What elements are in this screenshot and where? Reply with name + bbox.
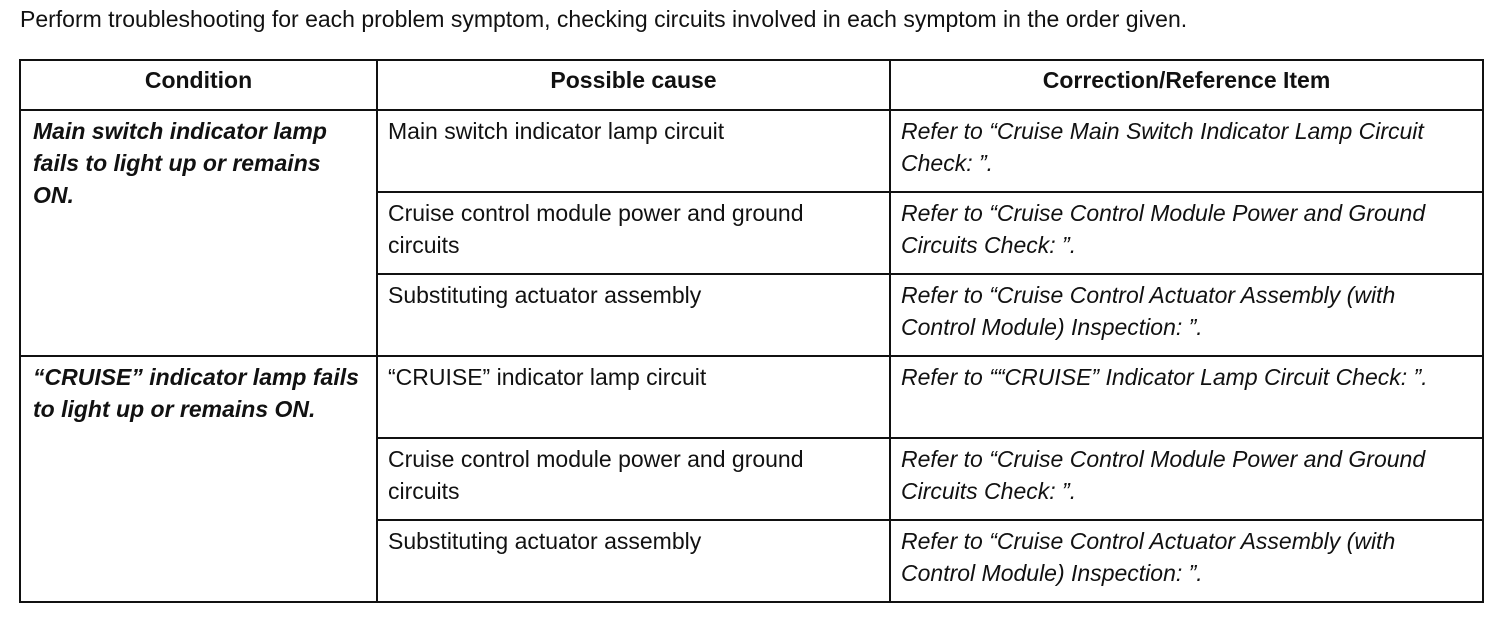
cause-cell: Cruise control module power and ground c… [376,191,891,275]
cause-cell: Cruise control module power and ground c… [376,437,891,521]
troubleshooting-table: Condition Possible cause Correction/Refe… [19,59,1484,603]
reference-cell: Refer to ““CRUISE” Indicator Lamp Circui… [889,355,1484,439]
table-row: “CRUISE” indicator lamp fails to light u… [19,355,1484,603]
reference-cell: Refer to “Cruise Control Actuator Assemb… [889,273,1484,357]
condition-cell: “CRUISE” indicator lamp fails to light u… [19,355,378,603]
table-row: Cruise control module power and ground c… [20,437,1484,521]
reference-cell: Refer to “Cruise Control Module Power an… [889,191,1484,275]
reference-cell: Refer to “Cruise Control Actuator Assemb… [889,519,1484,603]
table-row: Main switch indicator lamp fails to ligh… [19,109,1484,357]
cause-cell: Main switch indicator lamp circuit [376,109,891,193]
condition-cell: Main switch indicator lamp fails to ligh… [19,109,378,357]
table-row: Substituting actuator assembly Refer to … [20,519,1484,603]
header-correction-reference: Correction/Reference Item [889,59,1484,111]
table-row: Substituting actuator assembly Refer to … [20,273,1484,357]
table-row: Cruise control module power and ground c… [20,191,1484,275]
header-condition: Condition [19,59,378,111]
header-possible-cause: Possible cause [376,59,891,111]
intro-text: Perform troubleshooting for each problem… [20,6,1188,32]
reference-cell: Refer to “Cruise Main Switch Indicator L… [889,109,1484,193]
cause-cell: “CRUISE” indicator lamp circuit [376,355,891,439]
reference-cell: Refer to “Cruise Control Module Power an… [889,437,1484,521]
cause-cell: Substituting actuator assembly [376,273,891,357]
table-header-row: Condition Possible cause Correction/Refe… [19,59,1484,111]
cause-cell: Substituting actuator assembly [376,519,891,603]
